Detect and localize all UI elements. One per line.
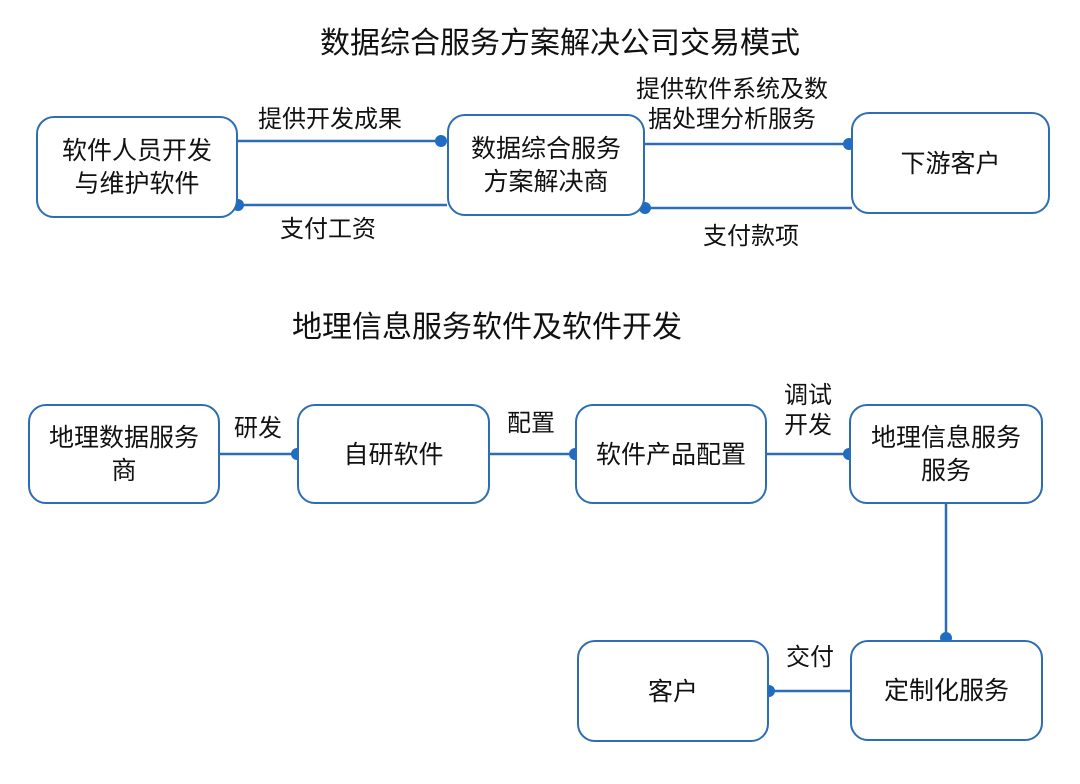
node-product-config-label: 软件产品配置 xyxy=(595,439,746,469)
diagram2-title: 地理信息服务软件及软件开发 xyxy=(292,310,682,345)
label-provide-software-line2: 据处理分析服务 xyxy=(648,105,816,133)
label-provide-software-line1: 提供软件系统及数 xyxy=(636,75,828,103)
node-gis-vendor-line2: 商 xyxy=(111,456,137,485)
label-provide-software: 提供软件系统及数 据处理分析服务 xyxy=(636,74,828,134)
node-own-software: 自研软件 xyxy=(297,404,490,504)
node-custom-service-label: 定制化服务 xyxy=(883,676,1009,705)
node-gis-service-line1: 地理信息服务 xyxy=(870,423,1021,452)
label-provide-results: 提供开发成果 xyxy=(258,105,402,133)
label-deliver: 交付 xyxy=(786,643,834,671)
label-debug-develop: 调试 开发 xyxy=(784,380,832,440)
node-custom-service: 定制化服务 xyxy=(850,640,1043,741)
node-gis-service-line2: 服务 xyxy=(920,456,971,485)
node-gis-vendor: 地理数据服务 商 xyxy=(28,404,220,504)
node-client-label: 客户 xyxy=(647,676,698,706)
node-client: 客户 xyxy=(577,640,769,742)
node-customers-label: 下游客户 xyxy=(900,148,1001,178)
label-debug-develop-line2: 开发 xyxy=(784,411,832,439)
node-gis-vendor-line1: 地理数据服务 xyxy=(48,423,199,452)
node-developers-line2: 与维护软件 xyxy=(74,169,200,198)
node-own-software-label: 自研软件 xyxy=(343,439,444,469)
node-developers-line1: 软件人员开发 xyxy=(61,136,212,165)
label-configure: 配置 xyxy=(507,409,555,437)
diagram1-title: 数据综合服务方案解决公司交易模式 xyxy=(320,26,800,61)
label-develop: 研发 xyxy=(234,414,282,442)
node-customers: 下游客户 xyxy=(851,112,1050,214)
label-pay-wages: 支付工资 xyxy=(280,215,376,243)
node-provider: 数据综合服务 方案解决商 xyxy=(447,114,645,216)
label-pay-money: 支付款项 xyxy=(703,222,799,250)
node-provider-line2: 方案解决商 xyxy=(483,167,609,196)
node-provider-line1: 数据综合服务 xyxy=(470,134,621,163)
node-product-config: 软件产品配置 xyxy=(575,404,767,504)
edge-provide-results-dot xyxy=(435,135,447,147)
node-developers: 软件人员开发 与维护软件 xyxy=(36,116,238,218)
label-debug-develop-line1: 调试 xyxy=(784,381,832,409)
node-gis-service: 地理信息服务 服务 xyxy=(849,404,1043,504)
